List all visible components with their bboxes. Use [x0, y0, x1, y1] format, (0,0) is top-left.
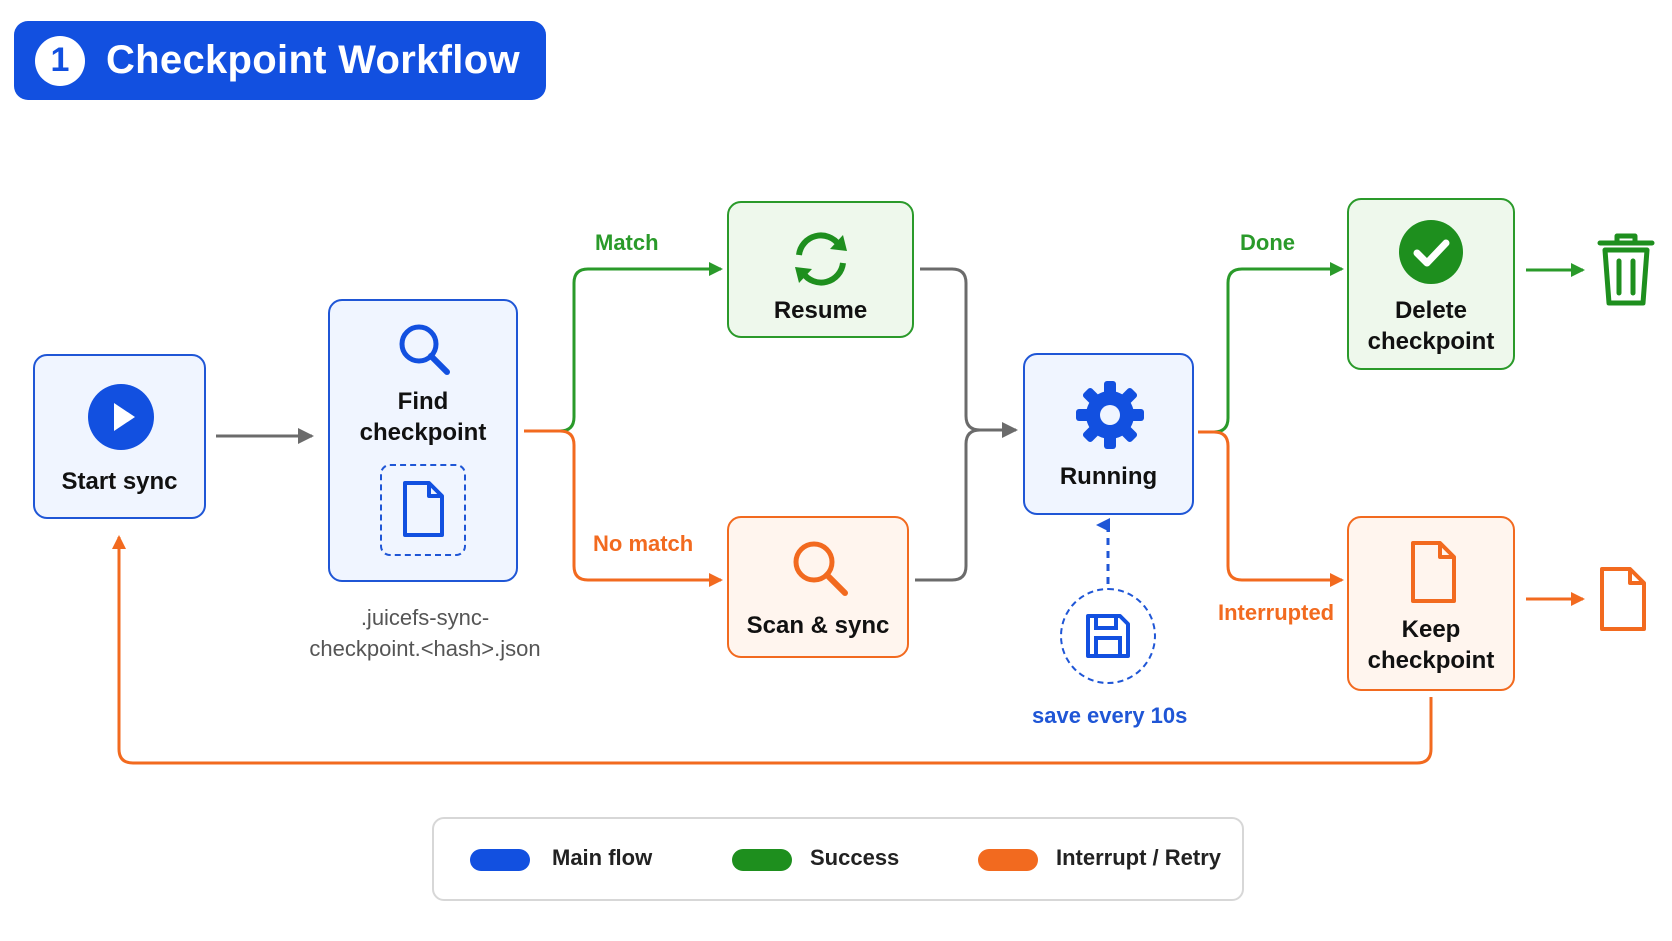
edge-label-match: Match — [595, 230, 659, 255]
node-label: Start sync — [61, 468, 178, 495]
checkpoint-file-frame — [380, 464, 466, 556]
edge-label-interrupted: Interrupted — [1218, 600, 1335, 625]
legend-swatch-interrupt-retry — [978, 849, 1038, 871]
edge-no-match — [524, 429, 723, 587]
edge-interrupted — [1198, 430, 1344, 587]
legend-label-interrupt-retry: Interrupt / Retry — [1056, 845, 1222, 870]
node-delete-checkpoint: Delete checkpoint — [1347, 198, 1515, 370]
check-circle-icon — [1399, 220, 1463, 284]
node-label-line2: checkpoint — [1367, 647, 1495, 674]
edge-resume-to-running — [920, 267, 1018, 438]
page-title-banner: 1 Checkpoint Workflow — [14, 21, 546, 100]
edge-label-no-match: No match — [593, 531, 694, 556]
legend: Main flow Success Interrupt / Retry — [432, 817, 1244, 901]
checkpoint-filename-note: .juicefs-sync- checkpoint.<hash>.json — [280, 602, 570, 664]
gear-icon — [1076, 381, 1144, 449]
node-keep-checkpoint: Keep checkpoint — [1347, 516, 1515, 691]
node-find-checkpoint: Find checkpoint — [328, 299, 518, 582]
node-label-line1: Delete — [1394, 297, 1468, 324]
node-label-line1: Keep — [1401, 616, 1461, 643]
node-label-line1: Find — [397, 388, 449, 415]
checkpoint-filename-line2: checkpoint.<hash>.json — [309, 636, 541, 661]
legend-swatch-main-flow — [470, 849, 530, 871]
node-label-line2: checkpoint — [359, 419, 487, 446]
edge-retry-loop — [112, 535, 1433, 765]
node-start-sync: Start sync — [33, 354, 206, 519]
node-resume: Resume — [727, 201, 914, 338]
node-label: Running — [1059, 463, 1158, 490]
save-interval-note: save every 10s — [1032, 703, 1188, 728]
save-marker — [1060, 588, 1156, 684]
node-running: Running — [1023, 353, 1194, 515]
checkpoint-filename-line1: .juicefs-sync- — [360, 605, 490, 630]
search-icon — [793, 541, 848, 596]
trash-icon — [1597, 233, 1655, 306]
refresh-icon — [795, 232, 847, 286]
node-scan-sync: Scan & sync — [727, 516, 909, 658]
node-label: Scan & sync — [746, 612, 890, 639]
node-label: Resume — [773, 297, 868, 324]
file-icon — [1600, 567, 1646, 631]
legend-label-success: Success — [810, 845, 900, 870]
search-icon — [399, 324, 450, 375]
legend-label-main-flow: Main flow — [552, 845, 653, 870]
file-icon — [403, 481, 444, 537]
legend-swatch-success — [732, 849, 792, 871]
play-icon — [88, 384, 154, 450]
edge-label-done: Done — [1240, 230, 1295, 255]
page-title: Checkpoint Workflow — [106, 38, 520, 82]
node-label-line2: checkpoint — [1367, 328, 1495, 355]
file-icon — [1411, 541, 1456, 603]
step-number-badge: 1 — [35, 35, 85, 86]
floppy-disk-icon — [1086, 614, 1130, 658]
edge-done — [1198, 262, 1344, 434]
edge-scan-to-running — [915, 428, 981, 582]
edge-match — [524, 262, 723, 433]
